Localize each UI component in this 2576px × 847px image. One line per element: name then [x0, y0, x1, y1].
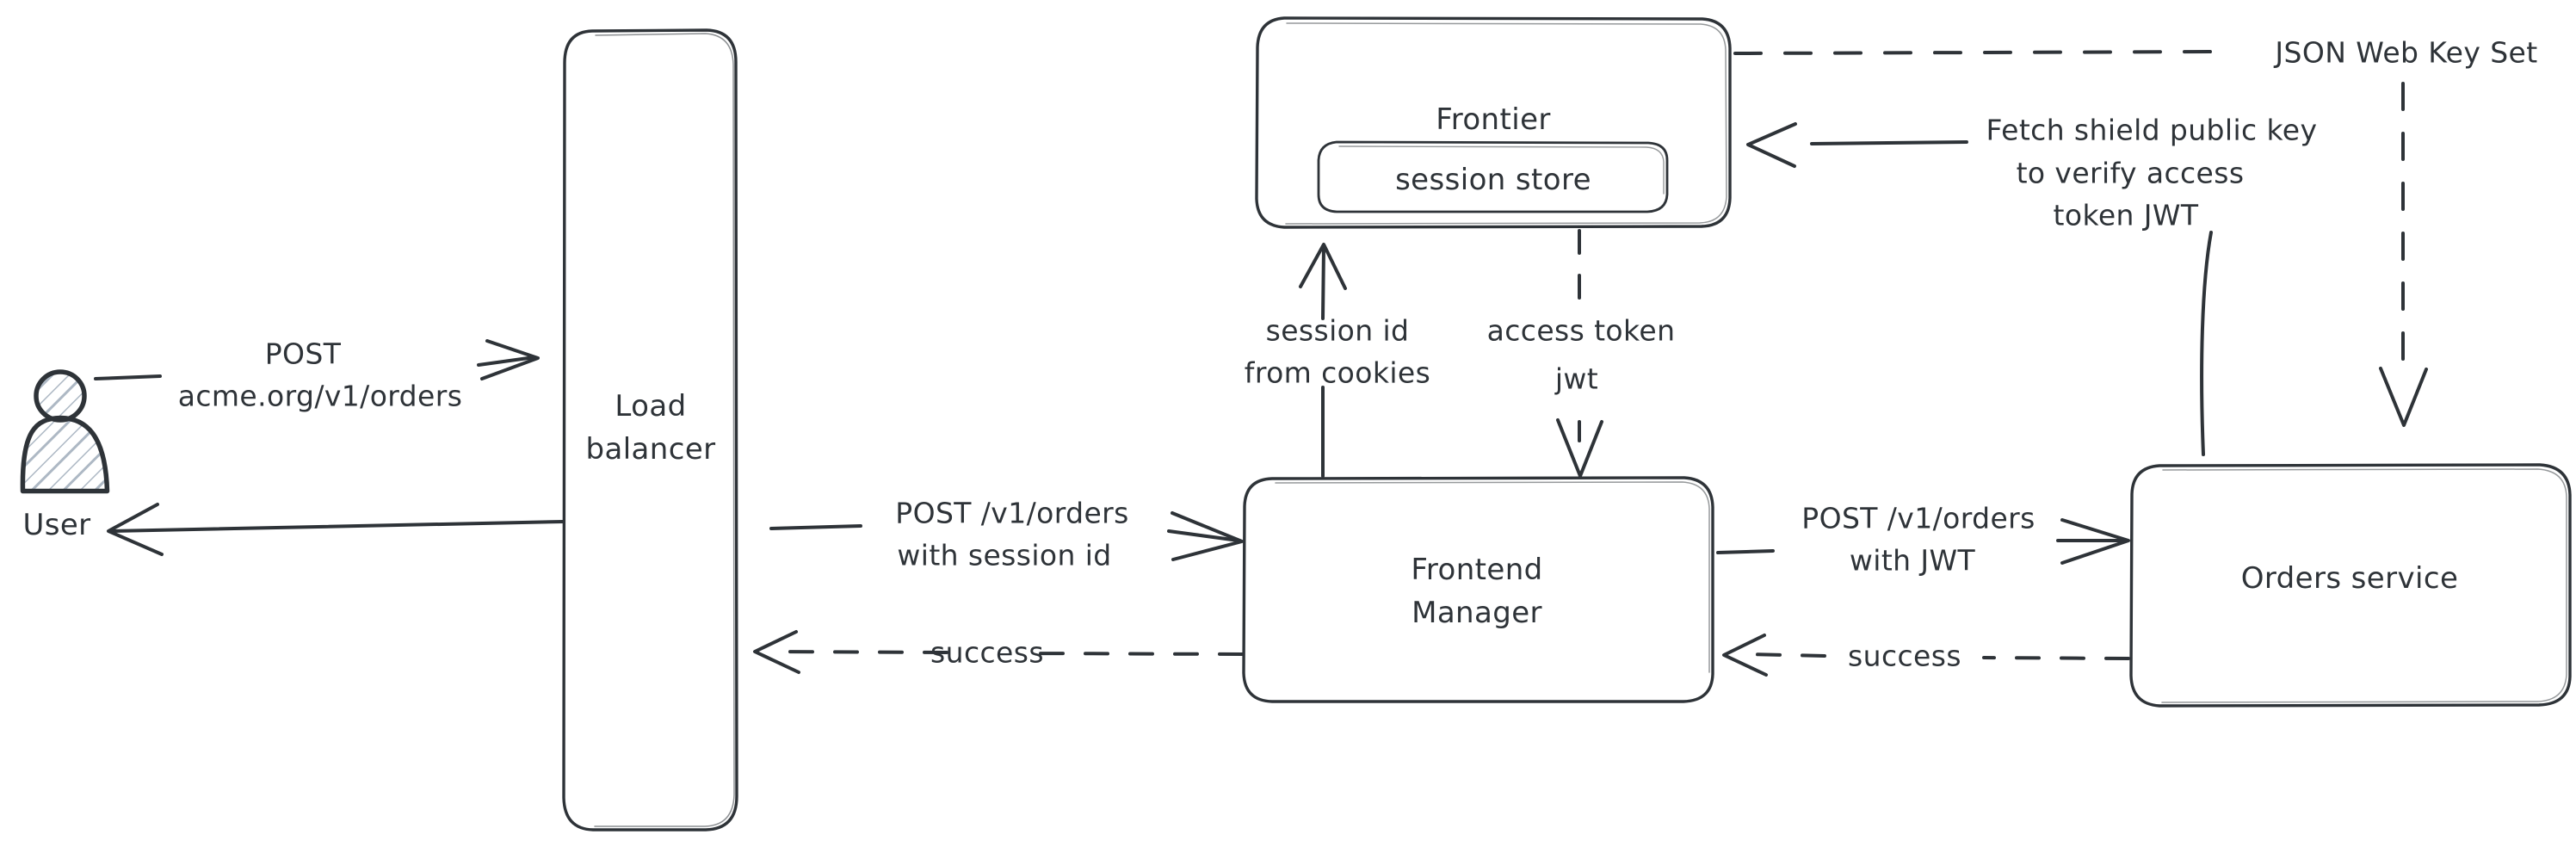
frontend-manager-label-line2: Manager — [1412, 595, 1542, 630]
edge-label-lb-to-fm-line1: POST /v1/orders — [895, 496, 1129, 530]
edge-label-orders-to-frontier-line3: token JWT — [2053, 198, 2199, 232]
user-label: User — [22, 507, 91, 542]
edge-load-balancer-to-frontend-manager — [769, 511, 1244, 561]
load-balancer-label-line2: balancer — [585, 431, 716, 467]
session-store-shape — [1317, 140, 1669, 213]
edge-user-to-load-balancer — [94, 339, 540, 380]
edge-label-orders-to-frontier-line2: to verify access — [2016, 156, 2245, 190]
edge-label-user-to-lb-line2: acme.org/v1/orders — [177, 379, 463, 413]
user-actor-icon — [20, 369, 110, 494]
edge-label-frontier-to-fm-line1: access token — [1486, 313, 1676, 348]
edge-label-fm-to-orders-line1: POST /v1/orders — [1801, 501, 2035, 535]
edge-frontend-manager-to-orders-service — [1716, 518, 2130, 565]
edge-label-orders-to-fm-success: success — [1848, 639, 1961, 673]
edge-label-frontier-to-fm-line2: jwt — [1554, 362, 1599, 396]
frontend-manager-shape — [1242, 476, 1714, 703]
frontier-label: Frontier — [1436, 102, 1551, 137]
session-store-label: session store — [1395, 162, 1591, 197]
edge-frontier-to-frontend-manager — [1556, 229, 1603, 478]
edge-orders-service-to-frontier — [1746, 122, 2213, 456]
edge-label-fm-to-lb-success: success — [930, 635, 1044, 670]
frontend-manager-label-line1: Frontend — [1411, 552, 1543, 587]
edge-label-fm-to-frontier-line2: from cookies — [1244, 355, 1431, 390]
edge-label-lb-to-fm-line2: with session id — [897, 538, 1112, 572]
load-balancer-shape — [562, 28, 738, 832]
edge-label-fm-to-frontier-line1: session id — [1265, 313, 1410, 348]
orders-service-label: Orders service — [2240, 560, 2459, 596]
orders-service-shape — [2129, 463, 2572, 708]
edge-label-jwks: JSON Web Key Set — [2275, 35, 2538, 70]
edge-load-balancer-to-user — [107, 503, 565, 556]
edge-orders-service-to-frontend-manager-success — [1722, 634, 2130, 677]
edge-frontend-manager-to-load-balancer-success — [753, 630, 1244, 674]
edge-frontier-to-orders-service-jwks — [1733, 50, 2428, 427]
frontier-shape — [1255, 16, 1732, 229]
edge-frontend-manager-to-frontier — [1299, 243, 1347, 478]
edge-label-user-to-lb-line1: POST — [264, 337, 342, 371]
load-balancer-label-line1: Load — [615, 388, 687, 424]
edge-label-orders-to-frontier-line1: Fetch shield public key — [1986, 113, 2318, 147]
edge-label-fm-to-orders-line2: with JWT — [1849, 543, 1976, 578]
